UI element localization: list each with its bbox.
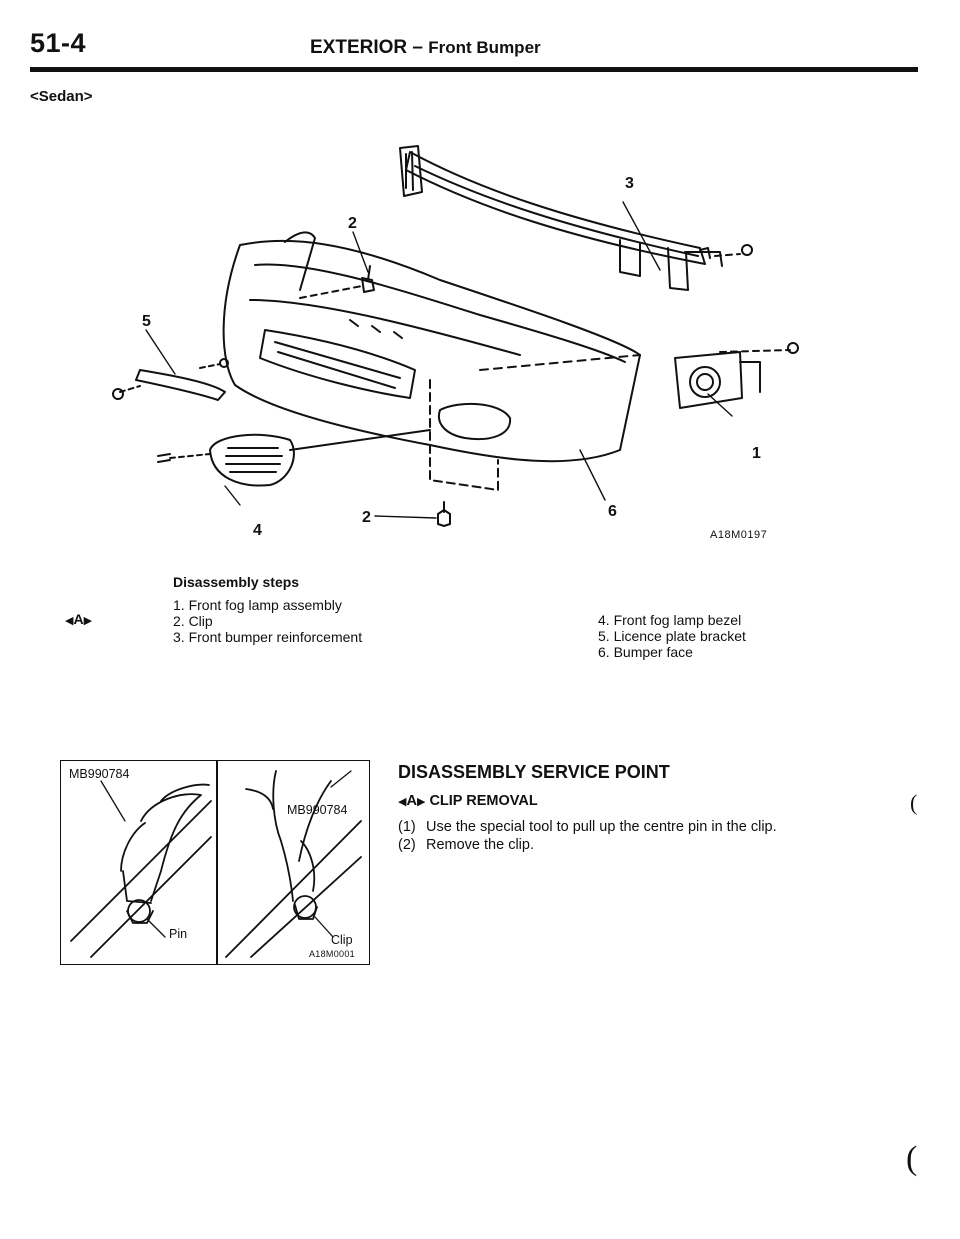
clip-removal-heading: ◀A▶ CLIP REMOVAL	[398, 793, 538, 809]
service-point-reference-mark: ◀A▶	[65, 611, 92, 627]
licence-plate-bracket-drawing	[112, 358, 229, 401]
step-number: (2)	[398, 837, 416, 853]
list-item: 6. Bumper face	[598, 644, 693, 660]
page-number: 51-4	[30, 28, 87, 58]
clip-removal-title: CLIP REMOVAL	[429, 793, 538, 809]
step-text: Use the special tool to pull up the cent…	[426, 819, 777, 835]
callout-2-bottom: 2	[362, 509, 371, 526]
list-item: 4. Front fog lamp bezel	[598, 612, 742, 628]
disassembly-steps-heading: Disassembly steps	[173, 574, 300, 590]
left-triangle-icon: ◀	[65, 615, 74, 627]
list-item: 5. Licence plate bracket	[598, 628, 746, 644]
inset-figure-code: A18M0001	[309, 949, 355, 959]
header-rule	[30, 67, 918, 72]
list-item: 1. Front fog lamp assembly	[173, 597, 342, 613]
clip-removal-instructions: (1) Use the special tool to pull up the c…	[398, 818, 777, 854]
disassembly-steps-right: 4. Front fog lamp bezel 5. Licence plate…	[598, 612, 746, 660]
list-item: (2) Remove the clip.	[398, 836, 777, 854]
left-triangle-icon: ◀	[398, 796, 407, 808]
section-name: EXTERIOR	[310, 37, 408, 58]
fog-lamp-assembly-drawing	[674, 342, 799, 409]
service-mark-letter: A	[406, 793, 417, 809]
step-number: (1)	[398, 819, 416, 835]
inset-divider	[216, 761, 218, 964]
callout-6: 6	[608, 503, 617, 520]
subsection-name: Front Bumper	[428, 38, 541, 57]
callout-4: 4	[253, 522, 262, 539]
front-bumper-exploded-diagram: 3 2 5 1 4 2 6 A18M0197	[112, 145, 799, 541]
model-variant: <Sedan>	[30, 88, 93, 105]
tool-label-right: MB990784	[287, 803, 348, 817]
callout-3: 3	[625, 175, 634, 192]
page-title: EXTERIOR – Front Bumper	[310, 37, 541, 59]
clip-removal-drawing	[70, 770, 362, 958]
bumper-face-drawing	[222, 231, 641, 491]
right-triangle-icon: ▶	[416, 796, 426, 808]
right-triangle-icon: ▶	[83, 615, 93, 627]
pin-label: Pin	[169, 927, 188, 941]
step-text: Remove the clip.	[426, 837, 534, 853]
tool-label-left: MB990784	[69, 767, 130, 781]
callout-leader-lines	[145, 201, 733, 519]
diagram-figure-code: A18M0197	[710, 529, 767, 541]
clip-label: Clip	[331, 933, 353, 947]
list-item: 3. Front bumper reinforcement	[173, 629, 363, 645]
fog-lamp-bezel-drawing	[157, 429, 431, 487]
callout-2-top: 2	[348, 215, 357, 232]
disassembly-steps-left: 1. Front fog lamp assembly 2. Clip 3. Fr…	[173, 597, 362, 645]
clip-drawing-top	[299, 265, 375, 299]
clip-drawing-bottom	[437, 501, 451, 527]
clip-removal-illustration: MB990784 MB990784 Pin Clip A18M0001	[60, 760, 370, 965]
service-point-heading: DISASSEMBLY SERVICE POINT	[398, 762, 670, 782]
list-item: 2. Clip	[173, 613, 213, 629]
binding-hole-mark: (	[906, 1140, 918, 1177]
bumper-reinforcement-drawing	[399, 145, 753, 291]
callout-5: 5	[142, 313, 151, 330]
binding-hole-mark: (	[910, 790, 918, 815]
reference-letter: A	[73, 611, 84, 627]
list-item: (1) Use the special tool to pull up the c…	[398, 818, 777, 836]
title-dash: –	[407, 37, 429, 58]
callout-1: 1	[752, 445, 761, 462]
